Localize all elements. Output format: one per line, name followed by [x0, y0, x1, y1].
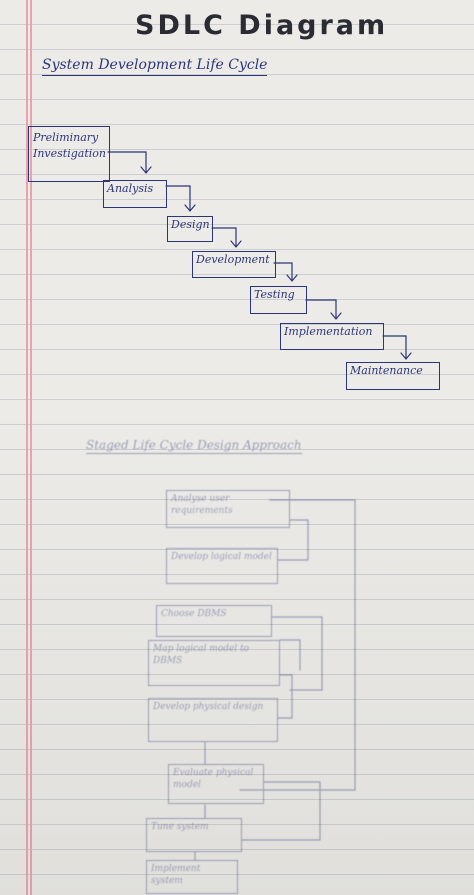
faint-step-label: Evaluate physical model: [173, 768, 254, 790]
step-analysis: Analysis: [103, 180, 167, 208]
step-design: Design: [167, 216, 213, 242]
faint-step: Evaluate physical model: [168, 764, 264, 804]
step-label: Preliminary Investigation: [33, 131, 106, 160]
waterfall-arrows: [107, 151, 412, 360]
step-testing: Testing: [250, 286, 307, 314]
step-development: Development: [192, 251, 276, 278]
margin-line: [26, 0, 28, 895]
faint-step: Map logical model to DBMS: [148, 640, 280, 686]
margin-line: [30, 0, 32, 895]
step-label: Development: [196, 253, 270, 266]
faint-step: Choose DBMS: [156, 605, 272, 637]
faint-step: Develop logical model: [166, 548, 278, 584]
faint-step-label: Choose DBMS: [161, 609, 227, 619]
faint-step: Implement system: [146, 860, 238, 894]
step-implementation: Implementation: [280, 323, 384, 350]
faint-step-label: Analyse user requirements: [171, 494, 233, 516]
faint-step-label: Map logical model to DBMS: [153, 644, 250, 666]
step-maintenance: Maintenance: [346, 362, 440, 390]
faint-step: Tune system: [146, 818, 242, 852]
step-label: Testing: [254, 288, 295, 301]
step-label: Implementation: [284, 325, 373, 338]
step-preliminary-investigation: Preliminary Investigation: [28, 126, 110, 182]
faint-step-label: Develop logical model: [171, 552, 272, 562]
step-label: Analysis: [107, 182, 154, 195]
faint-step-label: Tune system: [151, 822, 209, 832]
faint-step: Develop physical design: [148, 698, 278, 742]
page-title: SDLC Diagram: [135, 10, 389, 41]
step-label: Design: [171, 218, 210, 231]
faint-step-label: Develop physical design: [153, 702, 264, 712]
diagram-subtitle: System Development Life Cycle: [42, 57, 268, 76]
faint-heading: Staged Life Cycle Design Approach: [86, 438, 302, 454]
faint-step: Analyse user requirements: [166, 490, 290, 528]
step-label: Maintenance: [350, 364, 423, 377]
faint-step-label: Implement system: [151, 864, 201, 886]
